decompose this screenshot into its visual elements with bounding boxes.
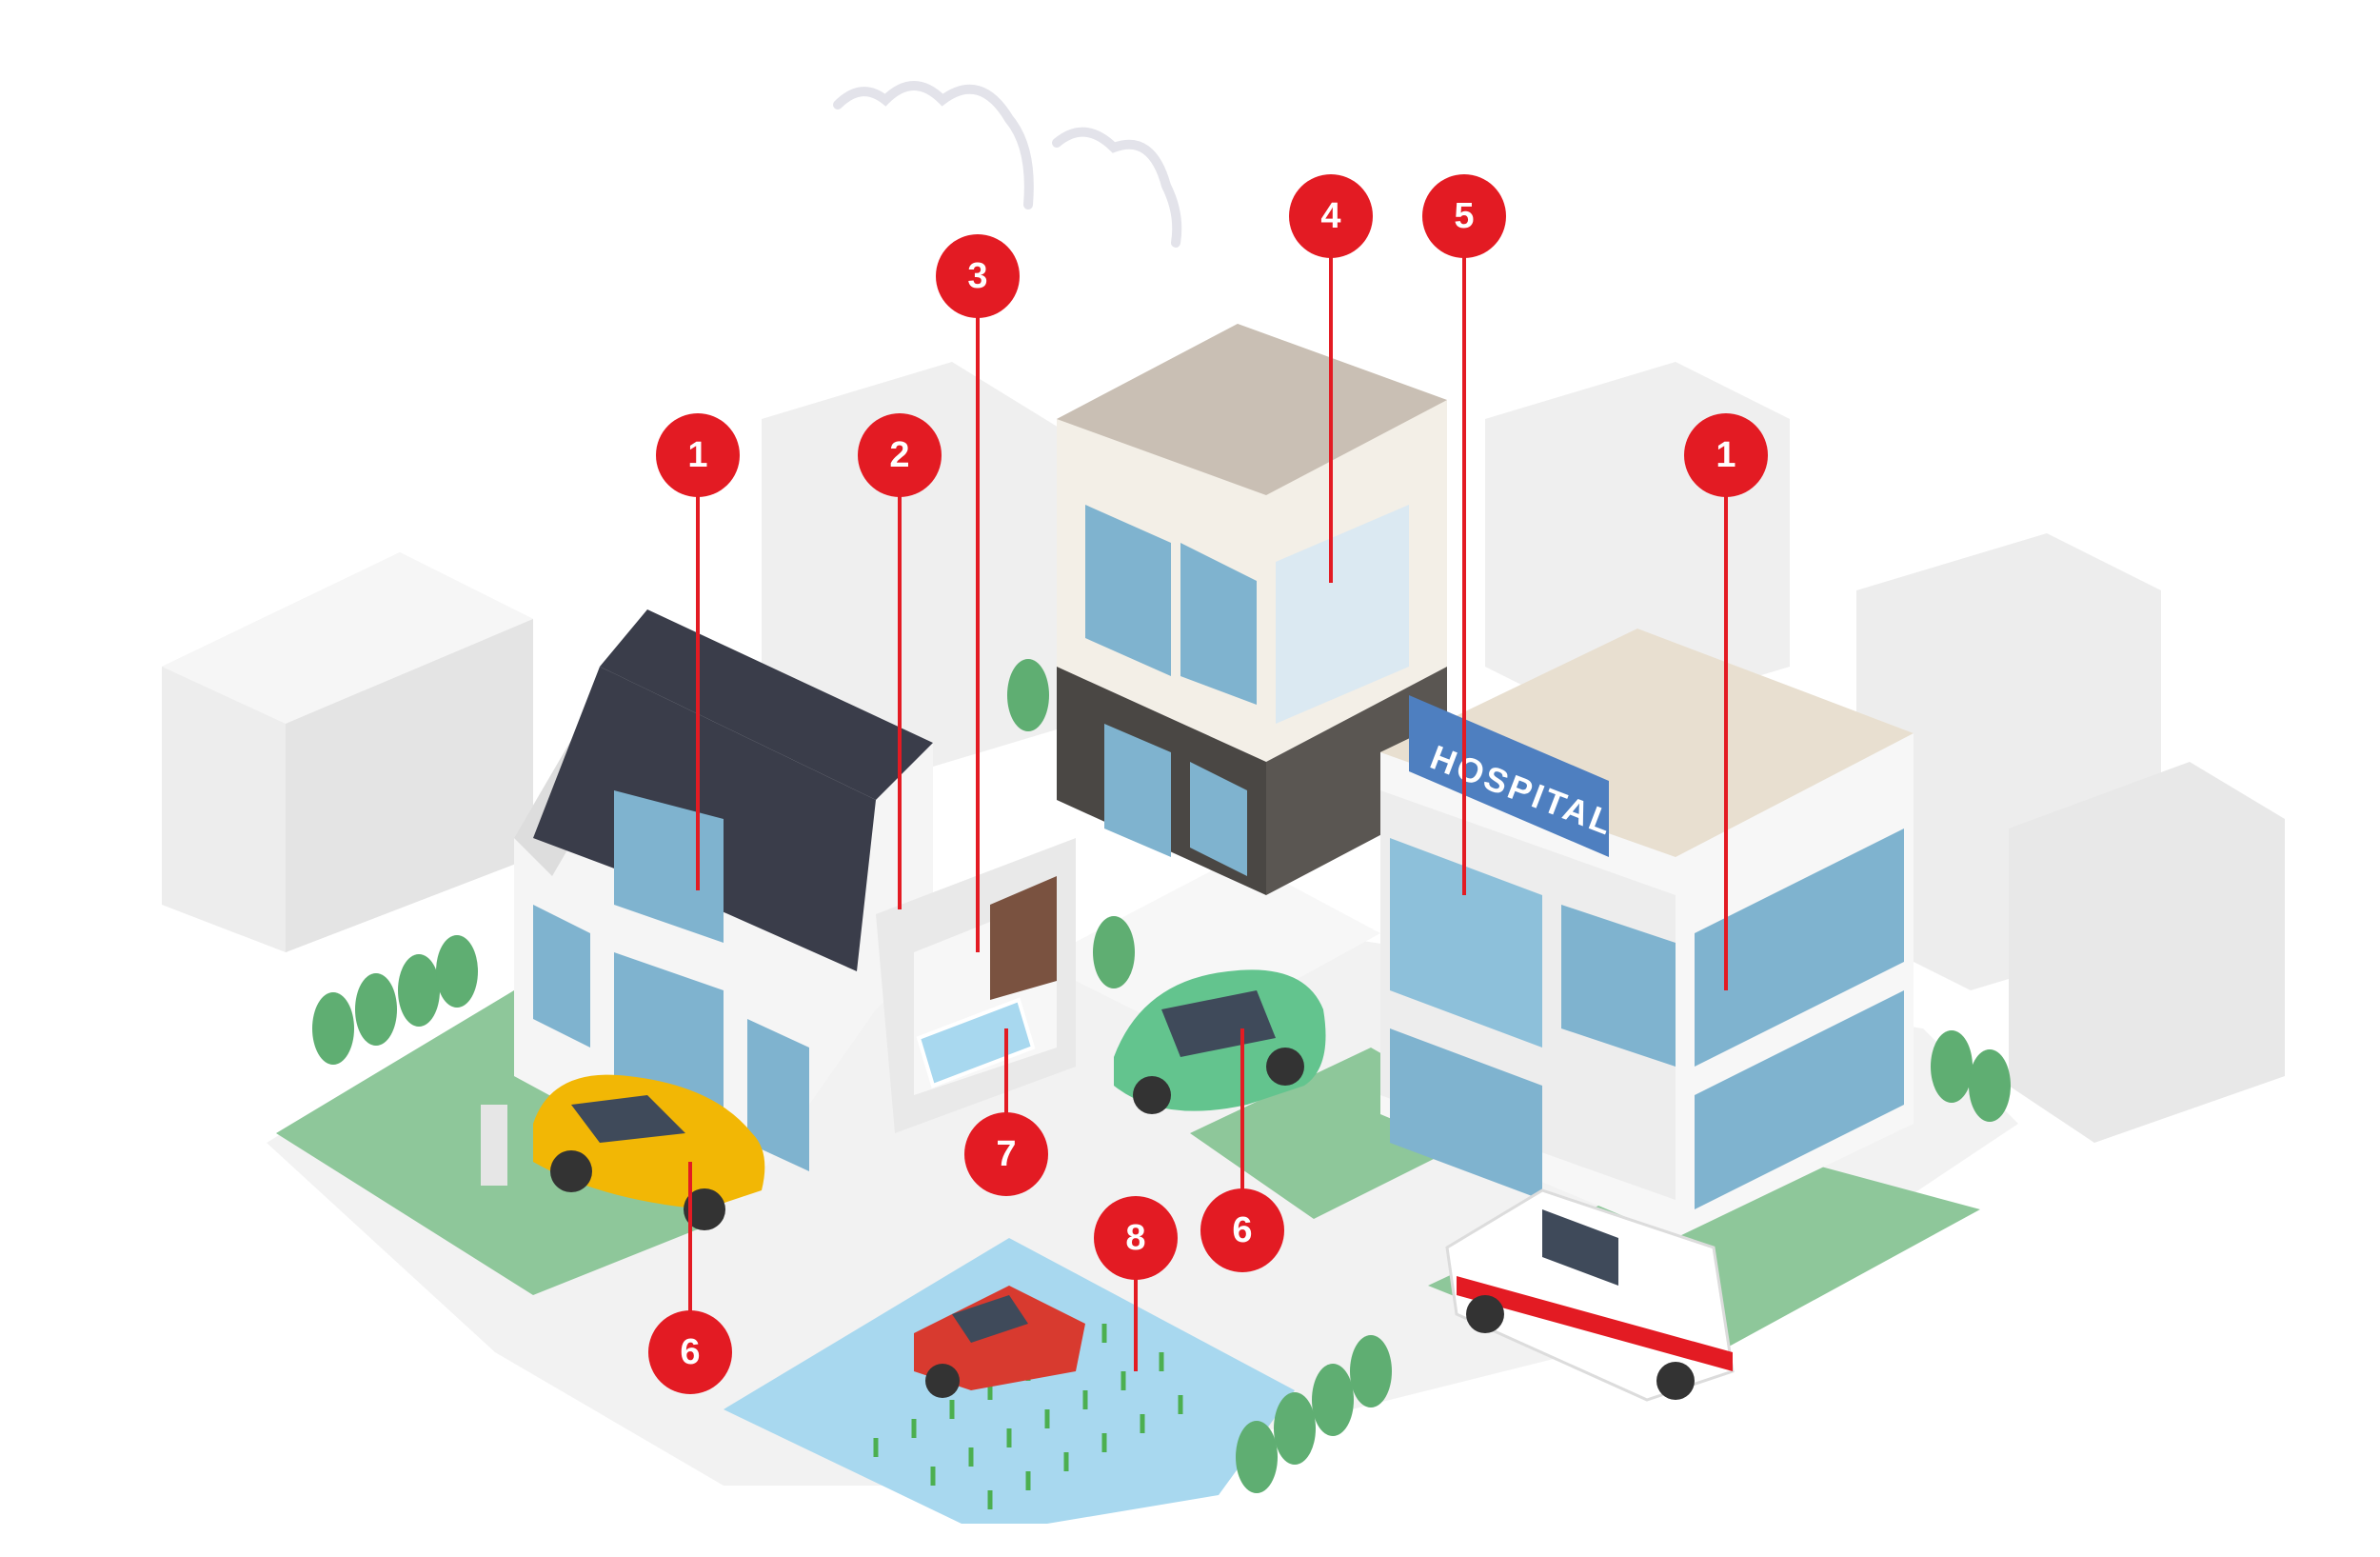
callout-8-rice-field: 8: [1094, 1196, 1178, 1280]
clouds: [833, 81, 1182, 248]
callout-6-green-car: 6: [1200, 1188, 1284, 1272]
office-building: [1057, 324, 1447, 895]
callout-2-house: 2: [858, 413, 942, 497]
green-car: [1114, 969, 1326, 1114]
callout-6-yellow-car: 6: [648, 1310, 732, 1394]
svg-text:7: 7: [996, 1134, 1016, 1174]
svg-text:1: 1: [687, 435, 707, 475]
svg-text:6: 6: [1232, 1210, 1252, 1250]
hospital-building: HOSPITAL: [1380, 629, 1914, 1238]
callout-3-bathroom: 3: [936, 234, 1020, 318]
trees: [312, 659, 2011, 1493]
svg-text:2: 2: [889, 435, 909, 475]
callout-1-house: 1: [656, 413, 740, 497]
callout-7-house: 7: [964, 1112, 1048, 1196]
svg-text:4: 4: [1320, 196, 1340, 236]
svg-text:5: 5: [1454, 196, 1474, 236]
callout-5-hospital-room: 5: [1422, 174, 1506, 258]
callout-1-hospital: 1: [1684, 413, 1768, 497]
yellow-electric-car: [481, 1074, 765, 1230]
rice-planting-tractor: [914, 1286, 1085, 1398]
svg-text:1: 1: [1716, 435, 1735, 475]
charging-station: [481, 1105, 507, 1186]
rice-field: [724, 1238, 1295, 1524]
callout-markers: 1 2 3 4 5 1 7 6 6 8: [648, 174, 1768, 1394]
svg-text:8: 8: [1125, 1218, 1145, 1258]
svg-text:3: 3: [967, 256, 987, 296]
ambulance: [1445, 1188, 1735, 1402]
callout-4-office: 4: [1289, 174, 1373, 258]
svg-text:6: 6: [680, 1332, 700, 1372]
smart-house: [514, 609, 1076, 1200]
